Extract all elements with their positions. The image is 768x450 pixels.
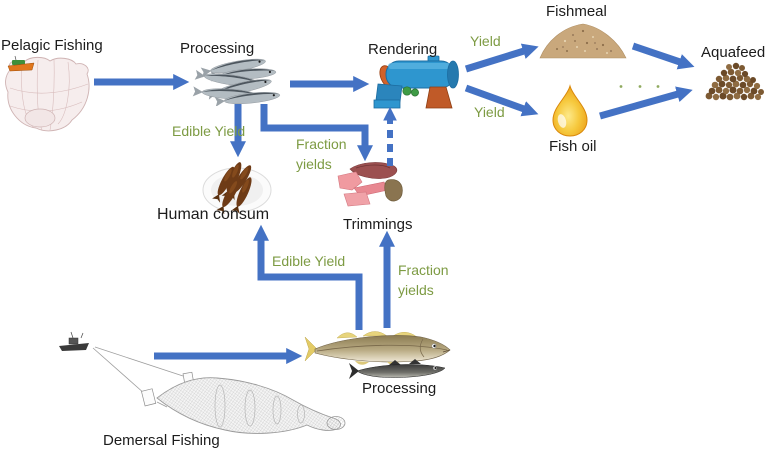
node-label-human-consum: Human consum [157,206,270,223]
node-label-fishmeal: Fishmeal [546,3,607,20]
trawler-boat-icon [59,331,89,351]
edge-label-fraction-yields-bottom: Fraction yields [398,262,449,299]
net-cone [156,377,346,434]
arrow-edible-yield-bottom [252,224,363,330]
edge-label-fraction-yields-top: Fraction yields [296,136,347,173]
node-label-trimmings: Trimmings [343,216,413,233]
edge-label-yield-fishoil: Yield [474,104,505,120]
arrow-rendering-to-fishoil [464,84,539,117]
net-bowl [5,56,90,132]
pellets [705,62,764,101]
node-label-processing-bottom: Processing [362,380,437,397]
trawl-net-illustration [59,331,346,434]
edge-label-edible-yield-bottom: Edible Yield [272,253,346,269]
arrow-fishmeal-to-aquafeed [631,42,695,70]
arrow-fraction-yields-top [260,104,374,162]
fishmeal-pile-illustration [539,23,627,59]
fishing-boat-icon [7,55,35,72]
arrow-rendering-to-fishmeal [464,43,539,73]
arrow-fishoil-to-aquafeed [599,86,693,120]
node-label-pelagic-fishing: Pelagic Fishing [1,37,103,54]
node-label-processing-top: Processing [180,40,255,57]
fried-fish-plate-illustration [202,160,272,214]
node-label-aquafeed: Aquafeed [701,44,766,61]
fish-oil-drop-illustration [552,84,588,137]
node-label-rendering: Rendering [368,41,438,58]
pelagic-net-illustration [5,55,90,132]
edge-label-yield-fishmeal: Yield [470,33,501,49]
net-pocket [24,108,56,128]
fishmeal-texture [556,29,612,54]
aquafeed-pellets-illustration [705,62,764,101]
ellipsis-dots [619,85,660,88]
small-cod [349,359,446,379]
node-label-fish-oil: Fish oil [549,138,597,155]
cod-fish-illustration [304,331,451,379]
large-cod [304,331,451,365]
trimmings-illustration [337,162,403,207]
edge-label-edible-yield-top: Edible Yield [172,123,246,139]
node-label-demersal-fishing: Demersal Fishing [103,432,220,449]
rendering-machine-illustration [373,55,459,109]
